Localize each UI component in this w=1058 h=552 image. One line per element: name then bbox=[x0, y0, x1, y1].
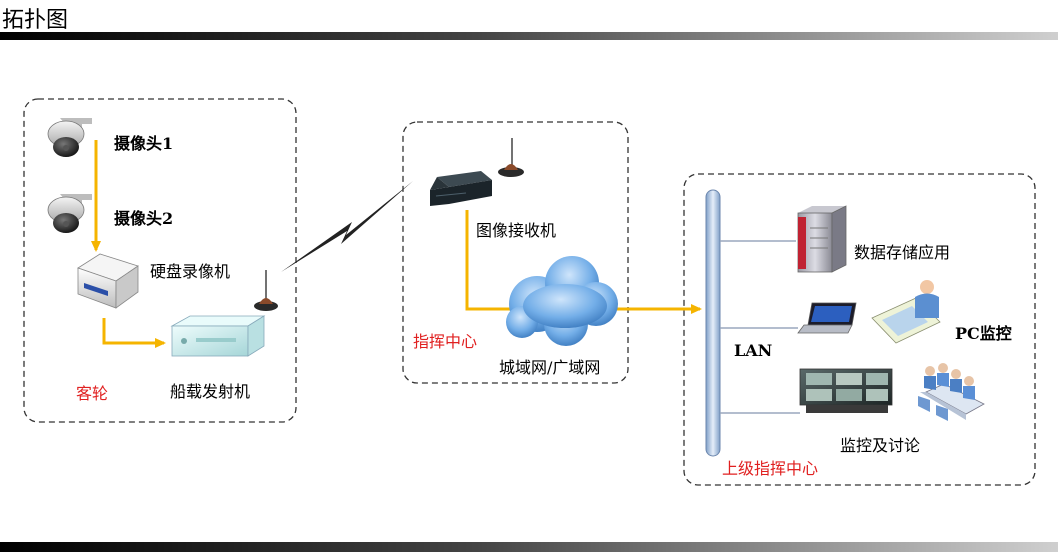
camera-1-label: 摄像头1 bbox=[114, 134, 174, 153]
storage-label: 数据存储应用 bbox=[854, 243, 951, 262]
camera-1-icon bbox=[47, 118, 92, 157]
ship-zone-frame bbox=[23, 98, 297, 423]
receiver-antenna-icon bbox=[498, 138, 524, 177]
link-receiver-to-network bbox=[465, 210, 511, 311]
pc-monitor-label: PC监控 bbox=[955, 324, 1012, 343]
camera-2-label: 摄像头2 bbox=[114, 209, 174, 228]
wireless-link-bolt bbox=[281, 181, 413, 272]
network-label: 城域网/广域网 bbox=[499, 358, 601, 377]
transmitter-label: 船载发射机 bbox=[170, 382, 251, 401]
lan-bus bbox=[705, 189, 721, 457]
upper-zone-label: 上级指挥中心 bbox=[722, 459, 819, 478]
link-dvr-to-transmitter bbox=[102, 318, 166, 348]
image-receiver-icon bbox=[430, 171, 492, 206]
page-title: 拓扑图 bbox=[2, 8, 69, 33]
meeting-group-icon bbox=[918, 363, 985, 421]
command-zone-label: 指挥中心 bbox=[413, 332, 478, 351]
command-zone-frame bbox=[402, 121, 629, 384]
camera-2-icon bbox=[47, 194, 92, 233]
video-wall-icon bbox=[799, 368, 893, 413]
pc-operator-icon bbox=[871, 280, 941, 344]
receiver-label: 图像接收机 bbox=[476, 221, 557, 240]
network-cloud-icon bbox=[506, 256, 618, 346]
transmitter-icon bbox=[170, 315, 266, 357]
laptop-icon bbox=[797, 302, 857, 334]
footer-divider bbox=[0, 542, 1058, 552]
lan-label: LAN bbox=[734, 341, 773, 360]
meeting-label: 监控及讨论 bbox=[840, 436, 921, 455]
dvr-icon bbox=[77, 253, 139, 309]
ship-zone-label: 客轮 bbox=[76, 384, 109, 403]
ship-antenna-icon bbox=[254, 270, 278, 311]
title-divider bbox=[0, 32, 1058, 40]
storage-server-icon bbox=[797, 205, 847, 273]
dvr-label: 硬盘录像机 bbox=[150, 262, 231, 281]
upper-zone-frame bbox=[683, 173, 1036, 486]
